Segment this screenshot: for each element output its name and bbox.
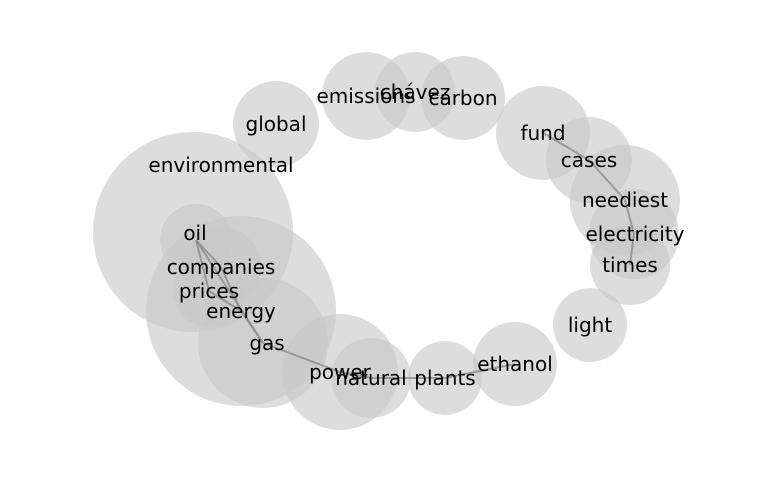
- edge-gas-power: [262, 342, 341, 373]
- edge-companies-energy: [220, 266, 242, 312]
- term-label-chavez: chávez: [380, 80, 451, 104]
- term-label-cases: cases: [561, 148, 617, 172]
- bubble-light: [553, 288, 627, 362]
- edge-plants-ethanol: [444, 363, 516, 379]
- edge-power-natural: [339, 371, 372, 379]
- term-label-companies: companies: [167, 255, 276, 279]
- edge-oil-companies: [195, 239, 222, 268]
- edge-layer: [195, 132, 635, 379]
- term-label-times: times: [602, 253, 658, 277]
- bubble-chavez: [375, 52, 455, 132]
- term-label-power: power: [309, 360, 372, 384]
- edge-electricity-times: [629, 233, 635, 266]
- term-label-global: global: [246, 112, 307, 136]
- label-layer: environmental oil energy gas companiesprices…: [148, 80, 684, 390]
- edge-prices-energy: [208, 290, 242, 312]
- term-label-energy: energy: [206, 299, 276, 323]
- term-label-environmental: environmental: [148, 153, 293, 177]
- term-label-light: light: [568, 313, 612, 337]
- term-label-electricity: electricity: [585, 222, 684, 246]
- edge-fund-cases: [542, 132, 590, 161]
- term-label-fund: fund: [520, 121, 565, 145]
- term-label-emissions: emissions: [316, 84, 415, 108]
- term-label-oil: oil: [183, 221, 206, 245]
- term-label-ethanol: ethanol: [477, 352, 553, 376]
- term-label-natural: natural: [335, 366, 406, 390]
- term-label-plants: plants: [414, 366, 475, 390]
- term-label-gas: gas: [249, 331, 284, 355]
- term-label-neediest: neediest: [582, 188, 668, 212]
- edge-oil-prices: [195, 239, 210, 292]
- edge-neediest-electricity: [624, 199, 635, 235]
- term-label-carbon: carbon: [428, 86, 497, 110]
- edge-cases-neediest: [588, 159, 626, 201]
- bubble-global: [233, 81, 319, 167]
- edge-energy-gas: [240, 310, 264, 344]
- term-label-prices: prices: [179, 279, 239, 303]
